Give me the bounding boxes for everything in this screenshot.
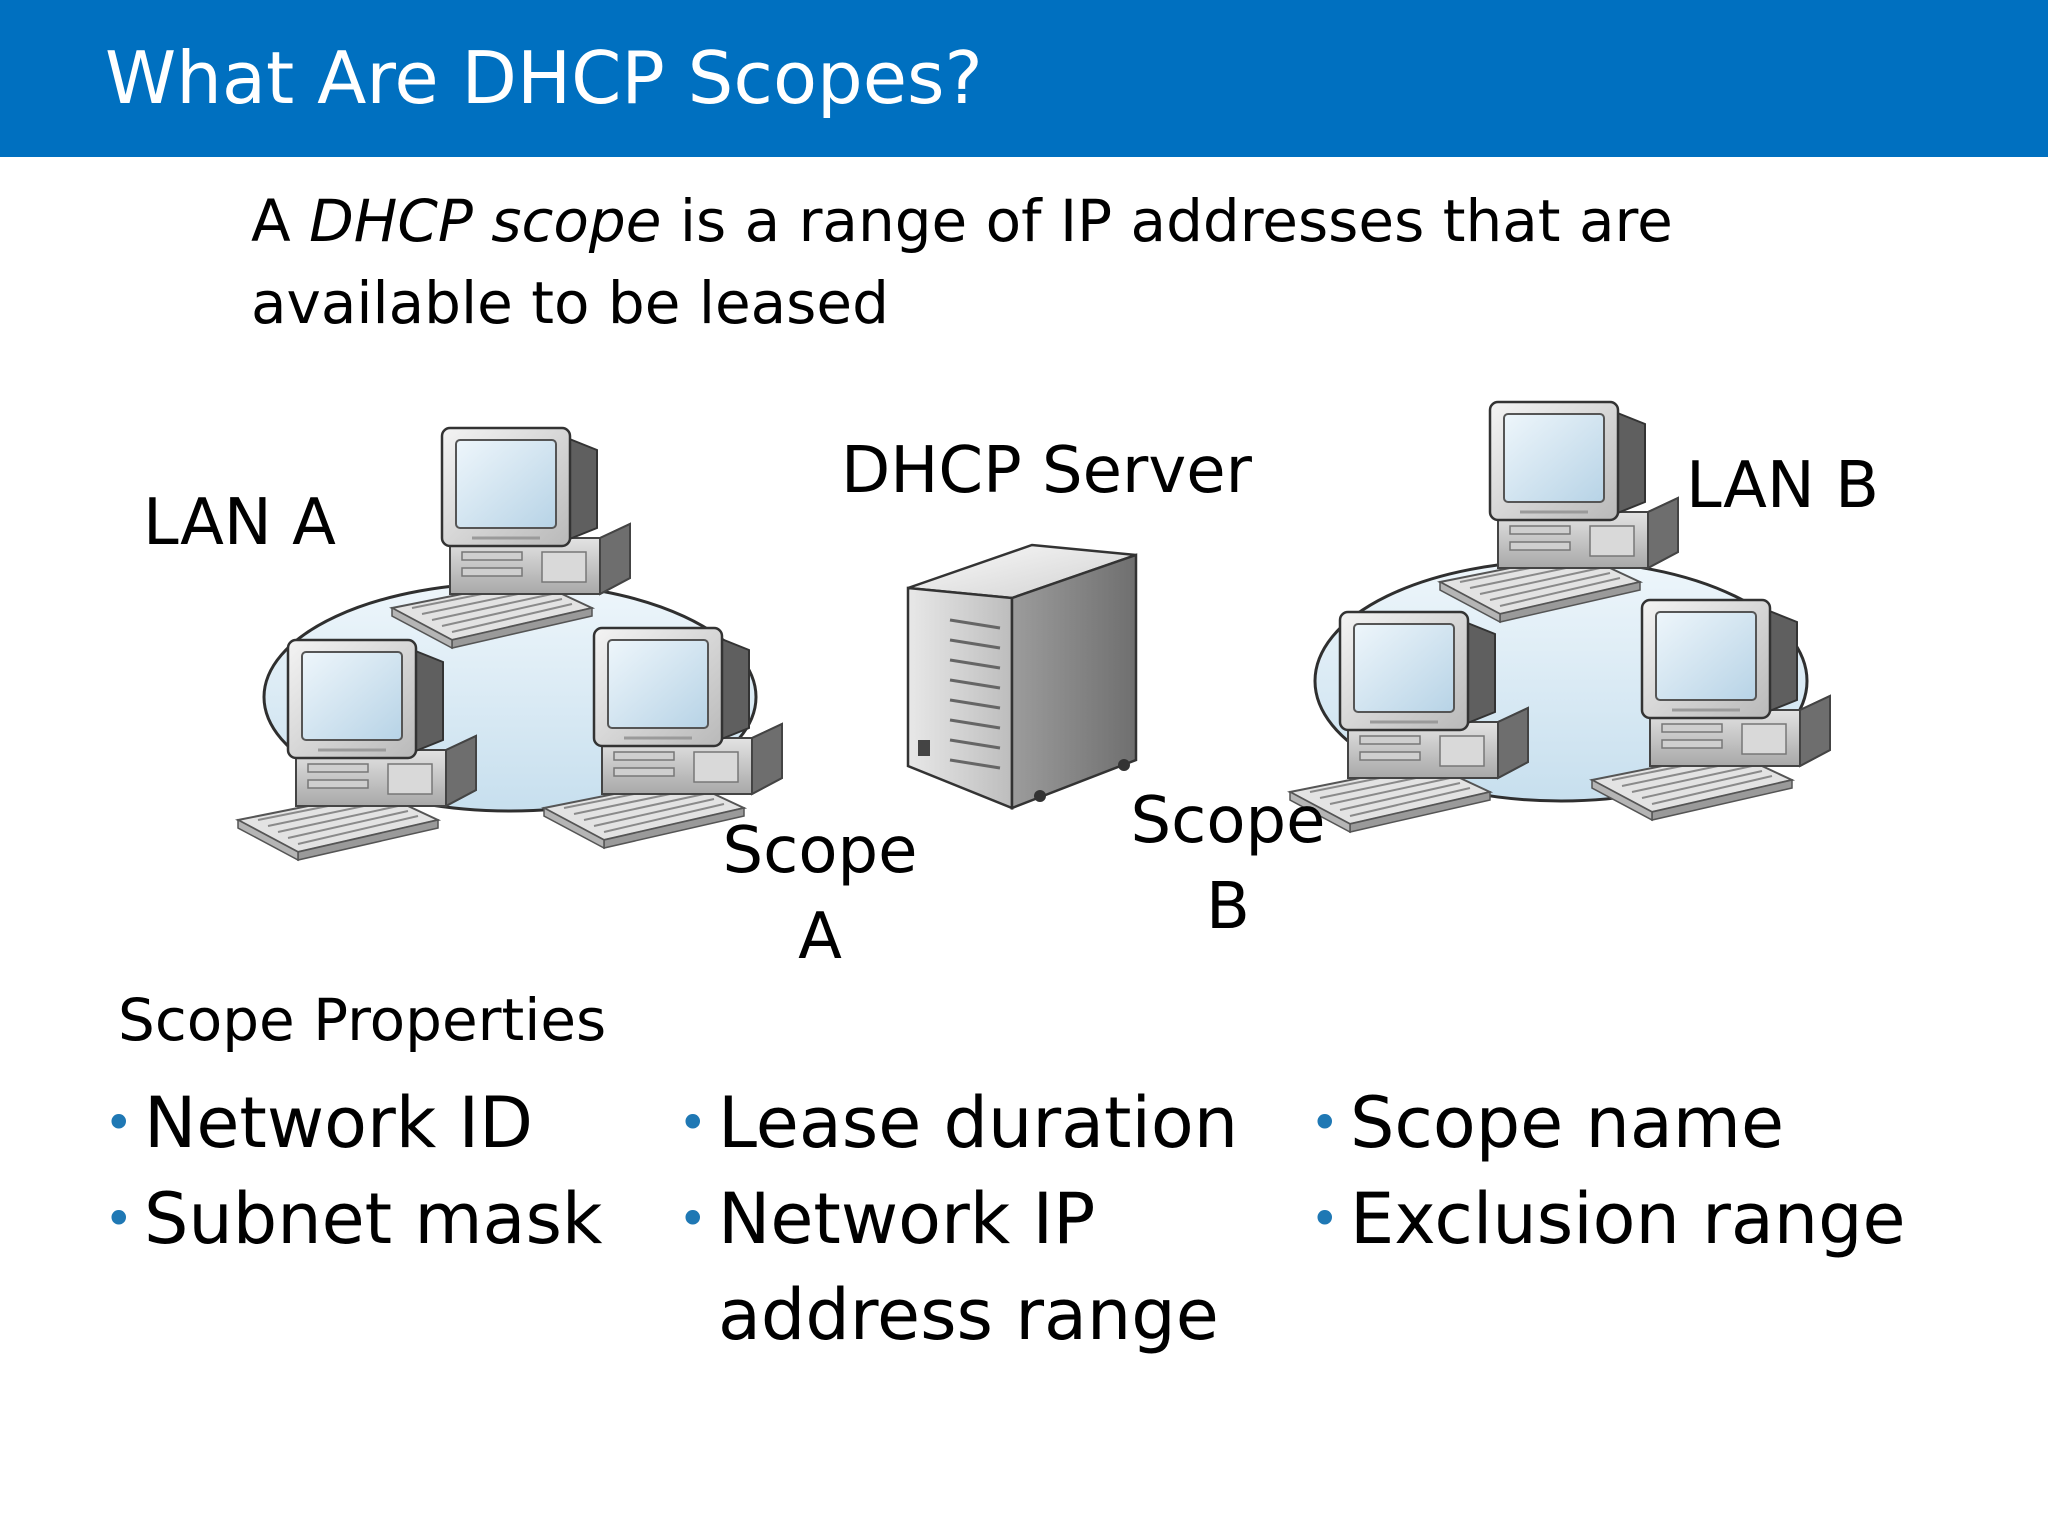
list-item: •Subnet mask — [104, 1171, 602, 1267]
lan-b-label: LAN B — [1686, 449, 1880, 523]
title-bar: What Are DHCP Scopes? — [0, 0, 2048, 157]
property-scope-name: Scope name — [1350, 1082, 1785, 1164]
scope-a-label-line1: Scope — [722, 814, 918, 888]
definition-suffix: is a range of IP addresses that are avai… — [251, 187, 1673, 337]
list-item: •Network ID — [104, 1075, 602, 1171]
bullet-icon: • — [1310, 1094, 1340, 1152]
bullet-icon: • — [678, 1190, 708, 1248]
property-lease-duration: Lease duration — [718, 1082, 1239, 1164]
property-exclusion-range: Exclusion range — [1350, 1178, 1906, 1260]
lan-a-label: LAN A — [143, 486, 336, 560]
bullet-icon: • — [678, 1094, 708, 1152]
properties-column-3: •Scope name •Exclusion range — [1310, 1075, 1906, 1267]
definition-text: A DHCP scope is a range of IP addresses … — [251, 180, 1811, 344]
properties-column-1: •Network ID •Subnet mask — [104, 1075, 602, 1267]
scope-properties-heading: Scope Properties — [118, 986, 607, 1054]
server-icon — [906, 543, 1138, 810]
slide-title: What Are DHCP Scopes? — [105, 36, 983, 120]
scope-b-label-line1: Scope — [1130, 784, 1326, 858]
scope-b-label-line2: B — [1206, 870, 1250, 944]
definition-term: DHCP scope — [309, 187, 662, 255]
definition-prefix: A — [251, 187, 310, 255]
scope-a-label-line2: A — [798, 900, 842, 974]
dhcp-server-label: DHCP Server — [841, 434, 1252, 508]
property-network-ip-address-range: Network IP address range — [718, 1178, 1219, 1356]
bullet-icon: • — [1310, 1190, 1340, 1248]
scope-a-label: Scope A — [700, 808, 940, 980]
property-network-id: Network ID — [144, 1082, 534, 1164]
properties-column-2: •Lease duration •Network IP address rang… — [678, 1075, 1238, 1363]
list-item: •Exclusion range — [1310, 1171, 1906, 1267]
property-subnet-mask: Subnet mask — [144, 1178, 603, 1260]
bullet-icon: • — [104, 1094, 134, 1152]
list-item: •Scope name — [1310, 1075, 1906, 1171]
list-item: •Lease duration — [678, 1075, 1238, 1171]
scope-b-label: Scope B — [1108, 778, 1348, 950]
bullet-icon: • — [104, 1190, 134, 1248]
list-item: •Network IP address range — [678, 1171, 1238, 1363]
